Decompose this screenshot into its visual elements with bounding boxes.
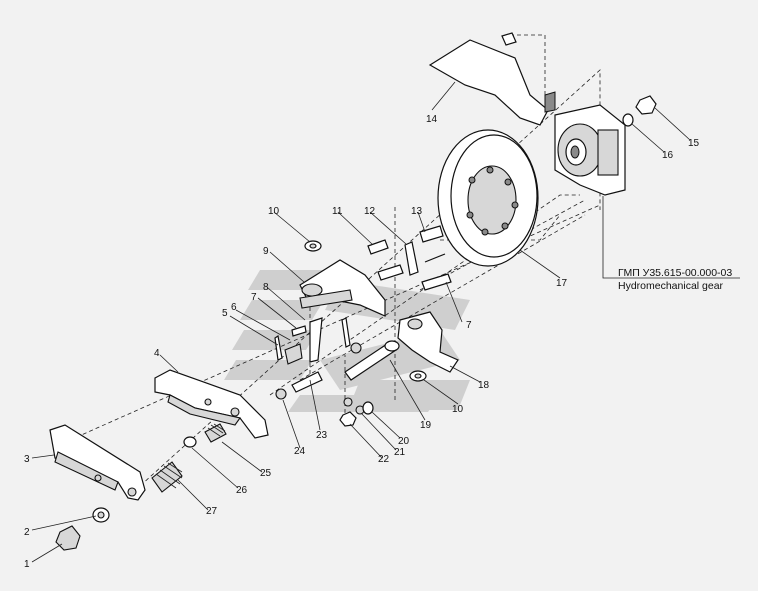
label-23: 23 [316,430,328,441]
part-gear-housing [554,104,626,196]
label-10: 10 [268,206,280,217]
label-24: 24 [294,446,306,457]
label-2: 2 [24,527,30,538]
label-3: 3 [24,454,30,465]
label-4: 4 [154,348,160,359]
label-9: 9 [263,246,269,257]
label-11: 11 [332,206,343,217]
part-pins [367,225,452,291]
label-15: 15 [688,138,700,149]
part-nut-and-washer [55,507,110,551]
label-22: 22 [378,454,390,465]
label-21: 21 [394,447,406,458]
callout-code: ГМП У35.615-00.000-03 [618,267,732,279]
assembly-callout: ГМП У35.615-00.000-03 Hydromechanical ge… [618,267,732,292]
part-washers [304,240,427,382]
label-5: 5 [222,308,228,319]
part-brake-disc [437,129,539,267]
part-number-labels: 1 2 3 4 5 6 7 8 9 10 11 12 13 14 15 16 1… [24,114,700,570]
label-20: 20 [398,436,410,447]
part-nut-washer [622,95,657,127]
part-springs [151,423,227,493]
label-7b: 7 [466,320,472,331]
part-lever [397,311,459,373]
label-19: 19 [420,420,432,431]
part-bracket [299,259,386,317]
leader-lines [31,81,740,563]
part-cover [428,32,556,126]
label-10b: 10 [452,404,464,415]
label-12: 12 [364,206,376,217]
part-rod-assembly [339,340,400,427]
label-27: 27 [206,506,218,517]
label-18: 18 [478,380,490,391]
part-lower-arm [49,424,146,501]
label-8: 8 [263,282,269,293]
part-upper-arm [154,369,269,439]
label-26: 26 [236,485,248,496]
label-13: 13 [411,206,423,217]
callout-name: Hydromechanical gear [618,280,724,292]
label-1: 1 [24,559,30,570]
label-25: 25 [260,468,272,479]
part-small-hardware [274,317,362,400]
label-17: 17 [556,278,568,289]
label-6: 6 [231,302,237,313]
label-14: 14 [426,114,438,125]
label-7: 7 [251,292,257,303]
label-16: 16 [662,150,674,161]
